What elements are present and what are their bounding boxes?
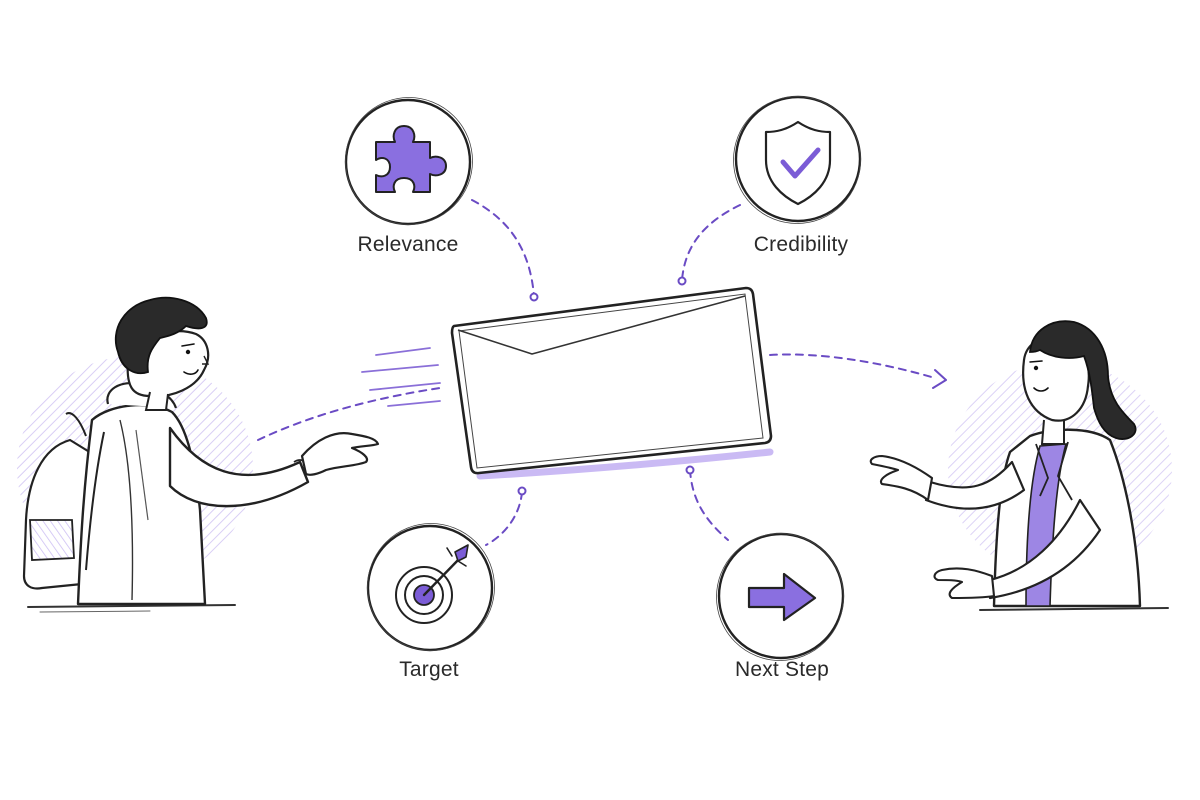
ground-line-right xyxy=(979,607,1169,611)
connector-relevance xyxy=(471,199,535,297)
dot-credibility xyxy=(677,276,687,286)
node-label-target: Target xyxy=(399,658,459,681)
envelope-body xyxy=(450,286,773,475)
envelope-shadow xyxy=(476,448,774,480)
ground-line-left xyxy=(27,604,236,608)
dot-nextstep xyxy=(685,465,695,475)
target-icon xyxy=(395,544,469,624)
recipient-hair xyxy=(1029,320,1137,440)
node-credibility xyxy=(733,95,862,224)
dot-target xyxy=(517,486,527,496)
arrowhead-icon xyxy=(932,369,947,389)
connector-dots xyxy=(517,276,695,496)
sender-hair xyxy=(114,296,208,374)
node-label-relevance: Relevance xyxy=(357,233,459,256)
envelope-icon xyxy=(450,286,774,480)
recipient-hand-lower xyxy=(933,567,996,600)
node-label-next-step: Next Step xyxy=(734,658,830,681)
check-icon xyxy=(780,147,821,179)
recipient-person-icon xyxy=(869,320,1172,611)
shield-icon xyxy=(764,120,832,206)
connectors xyxy=(257,199,936,546)
node-target xyxy=(366,523,495,652)
puzzle-piece-icon xyxy=(375,125,447,193)
recipient-hand-upper xyxy=(869,454,934,502)
path-sender-to-envelope xyxy=(257,387,441,441)
sender-person-icon xyxy=(17,296,380,613)
sender-hand xyxy=(300,432,380,476)
node-next-step xyxy=(716,532,845,661)
connector-credibility xyxy=(681,204,741,281)
node-label-credibility: Credibility xyxy=(753,233,849,256)
path-envelope-to-recipient xyxy=(769,353,936,379)
connector-nextstep xyxy=(689,469,729,541)
envelope-flap xyxy=(457,295,746,355)
dot-relevance xyxy=(529,292,539,302)
node-relevance xyxy=(344,97,473,226)
connector-target xyxy=(485,491,523,546)
motion-lines xyxy=(361,347,441,407)
envelope-inner-edge xyxy=(458,293,764,469)
right-arrow-icon xyxy=(747,572,817,622)
